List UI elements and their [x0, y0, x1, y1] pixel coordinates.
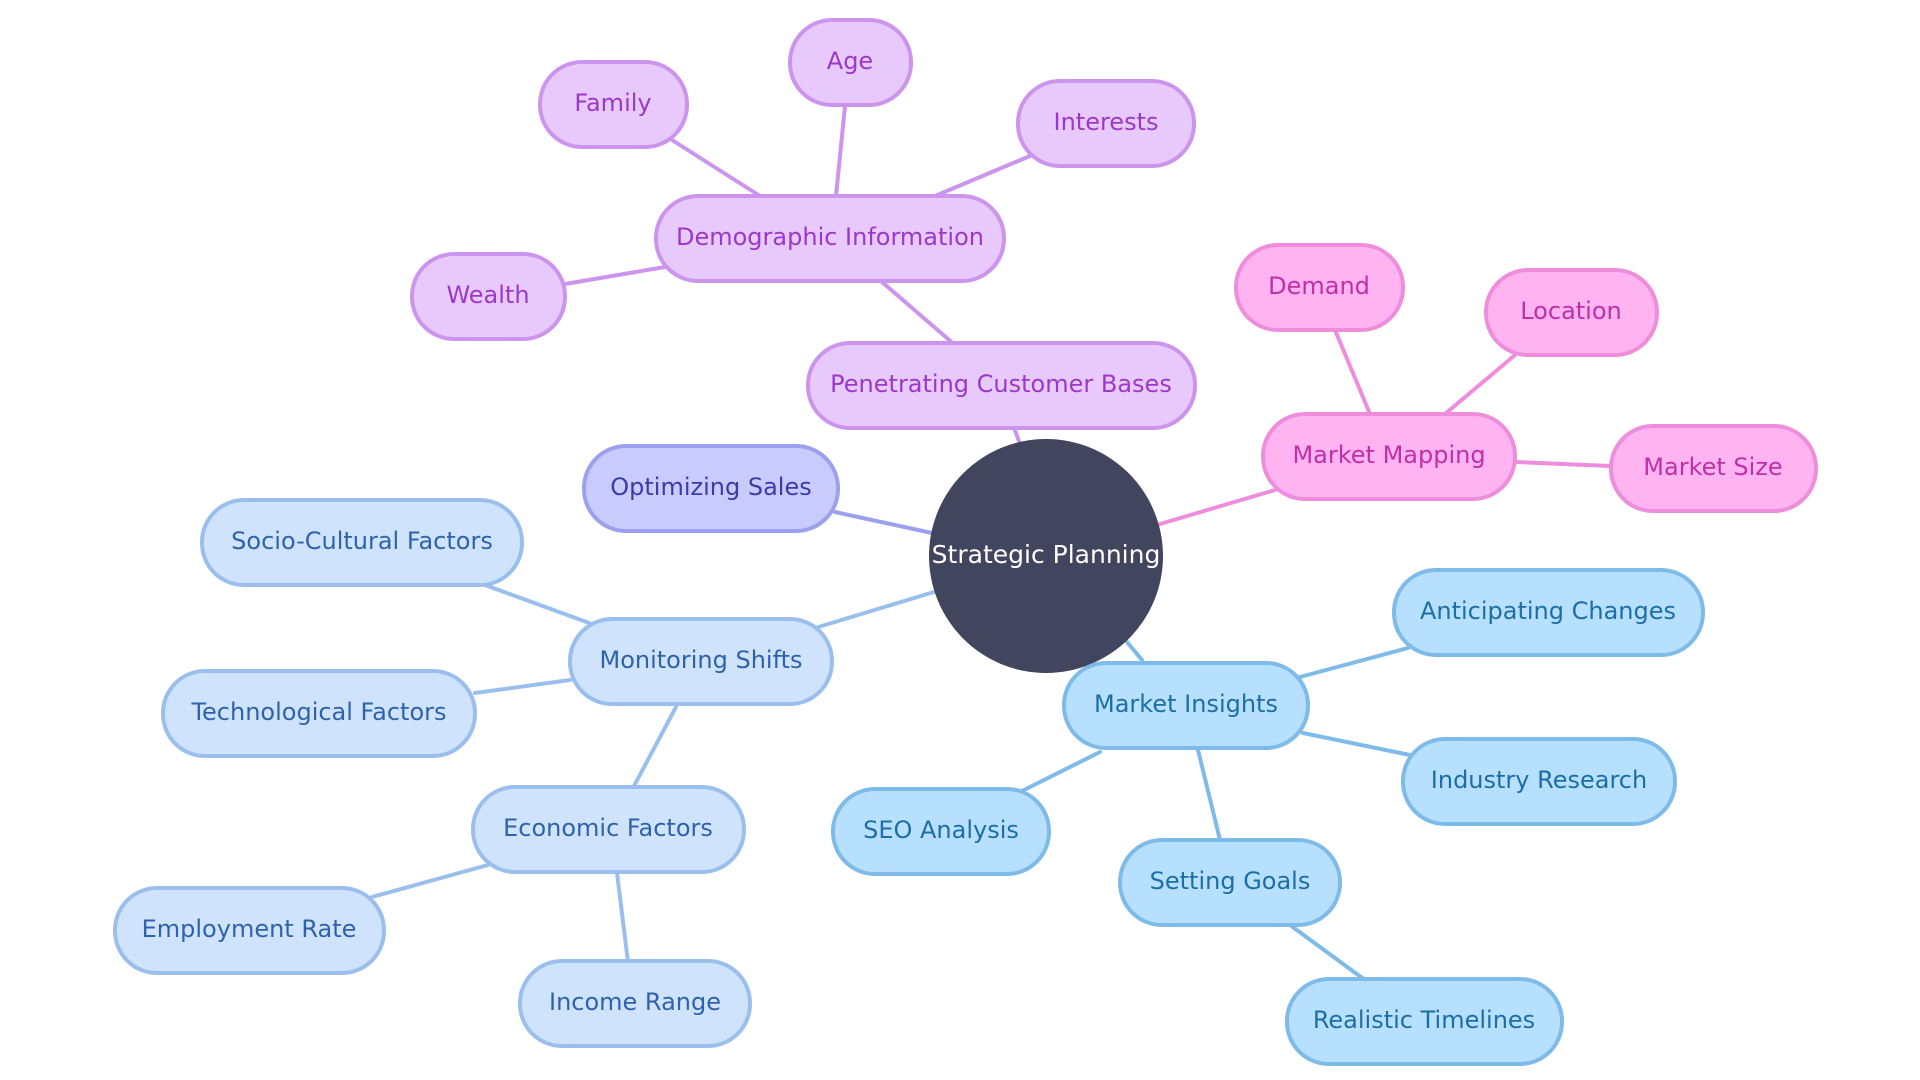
node-label: Technological Factors — [190, 698, 446, 726]
node-label: Anticipating Changes — [1420, 597, 1676, 625]
edge-marketinsights-industry — [1301, 731, 1412, 757]
node-label: Age — [827, 47, 873, 75]
edge-monitoring-sociocultural — [483, 583, 594, 626]
edge-root-monitoring — [813, 590, 936, 630]
root-circle — [929, 439, 1163, 673]
node-label: Setting Goals — [1150, 867, 1311, 895]
node-location: Location — [1484, 268, 1659, 357]
edge-root-marketmapping — [1158, 488, 1277, 526]
edge-demographic-interests — [933, 154, 1032, 198]
node-employment-rate: Employment Rate — [113, 886, 386, 975]
node-setting-goals: Setting Goals — [1118, 838, 1342, 927]
edge-root-marketinsights — [1125, 640, 1144, 662]
node-age: Age — [788, 18, 913, 107]
edge-demographic-wealth — [563, 265, 667, 286]
node-label: Monitoring Shifts — [599, 646, 802, 674]
node-penetrating-customer-bases: Penetrating Customer Bases — [806, 341, 1197, 430]
node-demographic-information: Demographic Information — [654, 194, 1006, 283]
edge-marketmapping-demand — [1333, 328, 1372, 416]
edge-economic-employment — [370, 863, 490, 899]
node-label: Market Insights — [1094, 690, 1278, 718]
node-market-size: Market Size — [1609, 424, 1818, 513]
node-anticipating-changes: Anticipating Changes — [1392, 568, 1705, 657]
node-label: Penetrating Customer Bases — [830, 370, 1172, 398]
node-label: Interests — [1054, 108, 1159, 136]
node-label: Demographic Information — [676, 223, 984, 251]
node-realistic-timelines: Realistic Timelines — [1285, 977, 1564, 1066]
node-label: Market Mapping — [1292, 441, 1485, 469]
node-interests: Interests — [1016, 79, 1196, 168]
node-demand: Demand — [1234, 243, 1405, 332]
node-socio-cultural-factors: Socio-Cultural Factors — [200, 498, 524, 587]
node-label: Income Range — [549, 988, 721, 1016]
node-monitoring-shifts: Monitoring Shifts — [568, 617, 834, 706]
edge-monitoring-economic — [632, 705, 678, 788]
node-family: Family — [538, 60, 689, 149]
node-label: Realistic Timelines — [1313, 1006, 1535, 1034]
edge-economic-income — [615, 871, 630, 964]
edge-settinggoals-realistic — [1288, 923, 1367, 982]
node-optimizing-sales: Optimizing Sales — [582, 444, 840, 533]
edge-penetrating-demographic — [880, 280, 957, 347]
node-market-mapping: Market Mapping — [1261, 412, 1517, 501]
edge-demographic-family — [670, 138, 762, 198]
edge-root-optimizing — [833, 510, 934, 535]
edge-demographic-age — [834, 104, 847, 198]
node-label: Socio-Cultural Factors — [231, 527, 493, 555]
node-wealth: Wealth — [410, 252, 567, 341]
node-seo-analysis: SEO Analysis — [831, 787, 1051, 876]
node-label: Demand — [1268, 272, 1370, 300]
node-market-insights: Market Insights — [1062, 661, 1310, 750]
node-label: Employment Rate — [142, 915, 357, 943]
node-technological-factors: Technological Factors — [161, 669, 477, 758]
edge-marketinsights-seo — [1018, 750, 1102, 794]
node-label: Wealth — [446, 281, 529, 309]
edges — [370, 104, 1612, 982]
node-economic-factors: Economic Factors — [471, 785, 746, 874]
edge-marketmapping-location — [1443, 353, 1517, 416]
node-income-range: Income Range — [518, 959, 752, 1048]
node-label: Optimizing Sales — [610, 473, 811, 501]
node-label: Industry Research — [1431, 766, 1647, 794]
node-label: Economic Factors — [503, 814, 713, 842]
edge-monitoring-technological — [473, 678, 572, 695]
node-industry-research: Industry Research — [1401, 737, 1677, 826]
edge-marketinsights-anticipating — [1298, 646, 1410, 679]
node-label: Family — [574, 89, 651, 117]
node-label: SEO Analysis — [863, 816, 1019, 844]
root-node: Strategic Planning — [929, 439, 1163, 673]
root-label: Strategic Planning — [932, 540, 1161, 569]
edge-marketinsights-settinggoals — [1196, 748, 1222, 842]
node-label: Location — [1520, 297, 1622, 325]
node-label: Market Size — [1643, 453, 1782, 481]
edge-marketmapping-marketsize — [1513, 460, 1612, 468]
